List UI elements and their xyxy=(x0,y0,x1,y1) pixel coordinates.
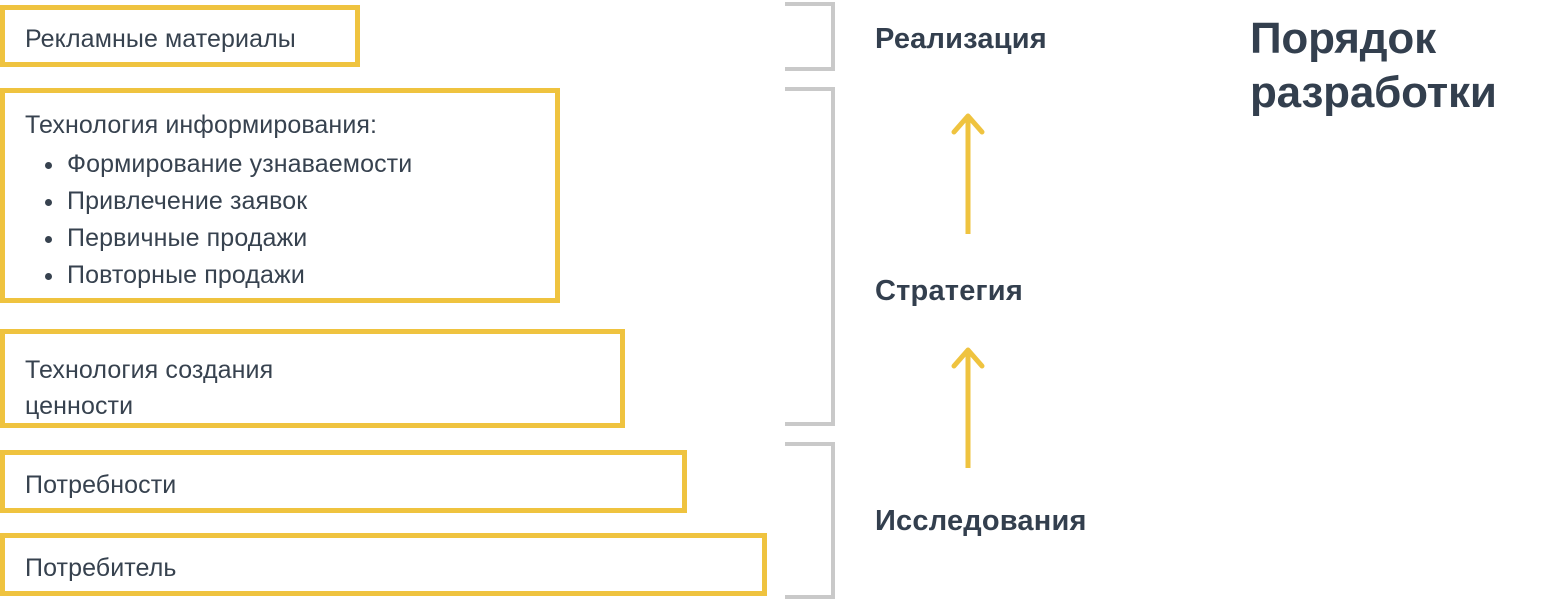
group-bracket-realization xyxy=(785,2,835,71)
stair-box-consumer[interactable]: Потребитель xyxy=(0,533,767,596)
stair-box-label: Технология создания ценности xyxy=(25,352,273,424)
page-title: Порядок разработки xyxy=(1250,12,1541,119)
list-item: Привлечение заявок xyxy=(44,183,412,220)
arrow-up-icon xyxy=(951,113,985,234)
group-bracket-strategy xyxy=(785,87,835,426)
arrow-up-icon xyxy=(951,347,985,468)
stair-box-value-tech[interactable]: Технология создания ценности xyxy=(0,329,625,428)
list-item: Первичные продажи xyxy=(44,220,412,257)
info-tech-bullet-list: Формирование узнаваемости Привлечение за… xyxy=(33,146,412,294)
group-bracket-research xyxy=(785,442,835,599)
stair-box-needs[interactable]: Потребности xyxy=(0,450,687,513)
page-title-line2: разработки xyxy=(1250,67,1497,117)
list-item: Формирование узнаваемости xyxy=(44,146,412,183)
stair-box-info-tech[interactable]: Технология информирования: Формирование … xyxy=(0,88,560,303)
stair-box-ad-materials[interactable]: Рекламные материалы xyxy=(0,5,360,67)
stage-label-strategy: Стратегия xyxy=(875,275,1023,307)
stair-box-label: Потребитель xyxy=(25,554,177,582)
stair-box-label-line2: ценности xyxy=(25,392,134,420)
list-item: Повторные продажи xyxy=(44,257,412,294)
stair-box-label: Технология информирования: xyxy=(25,111,378,139)
stair-box-label-line1: Технология создания xyxy=(25,356,274,384)
page-title-line1: Порядок xyxy=(1250,14,1436,63)
stair-box-label: Рекламные материалы xyxy=(25,25,296,53)
stage-label-realization: Реализация xyxy=(875,23,1047,55)
stage-label-research: Исследования xyxy=(875,505,1087,537)
stair-box-label: Потребности xyxy=(25,471,177,499)
